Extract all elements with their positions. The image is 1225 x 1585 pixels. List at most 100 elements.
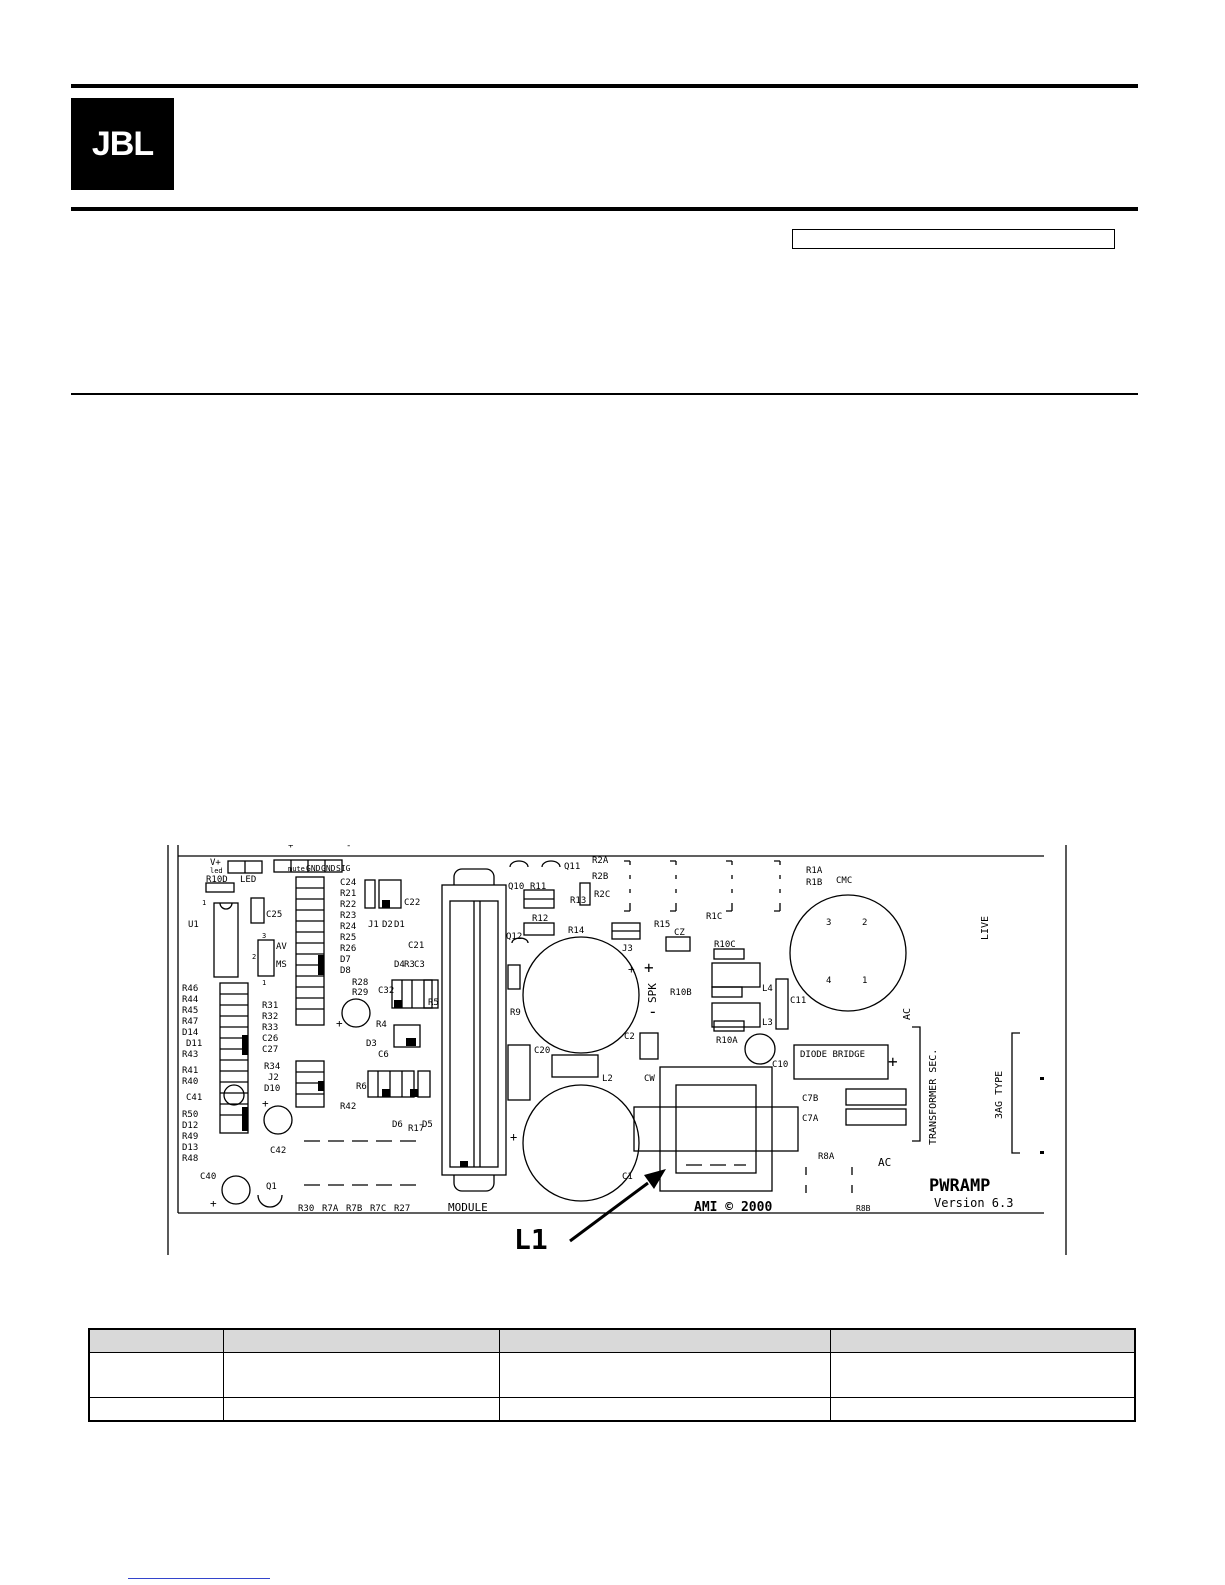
- l1-callout-arrow: [569, 1169, 666, 1243]
- label-c40: C40: [200, 1172, 216, 1182]
- conn-plus-label: +: [288, 845, 294, 851]
- label-u1: U1: [188, 920, 199, 930]
- table-cell: [829, 1352, 1136, 1398]
- label-c26: C26: [262, 1034, 278, 1044]
- label-r42: R42: [340, 1102, 356, 1112]
- label-d14: D14: [182, 1028, 198, 1038]
- label-r13: R13: [570, 896, 586, 906]
- label-c22: C22: [404, 898, 420, 908]
- label-d12: D12: [182, 1121, 198, 1131]
- label-r43: R43: [182, 1050, 198, 1060]
- table-cell: [222, 1352, 500, 1398]
- label-c42: C42: [270, 1146, 286, 1156]
- diagram-title: PWRAMP: [929, 1176, 990, 1196]
- label-c11: C11: [790, 996, 806, 1006]
- label-l4: L4: [762, 984, 773, 994]
- label-sig: SIG: [336, 864, 351, 873]
- label-c32: C32: [378, 986, 394, 996]
- section-divider: [71, 393, 1138, 395]
- label-r6: R6: [356, 1082, 367, 1092]
- label-r44: R44: [182, 995, 198, 1005]
- label-live: LIVE: [980, 916, 991, 940]
- label-transformer-sec: TRANSFORMER SEC.: [928, 1049, 939, 1145]
- label-ms: MS: [276, 960, 287, 970]
- footer-link-underline[interactable]: [128, 1578, 270, 1579]
- label-c21: C21: [408, 941, 424, 951]
- label-r10b: R10B: [670, 988, 692, 998]
- label-r10c: R10C: [714, 940, 736, 950]
- label-r31: R31: [262, 1001, 278, 1011]
- label-r30: R30: [298, 1204, 314, 1214]
- label-cap-plus-top: +: [628, 963, 635, 976]
- label-d1: D1: [394, 920, 405, 930]
- label-r5: R5: [428, 998, 439, 1008]
- label-c6: C6: [378, 1050, 389, 1060]
- label-c32-plus: +: [336, 1017, 343, 1030]
- label-r34: R34: [264, 1062, 280, 1072]
- label-r15: R15: [654, 920, 670, 930]
- label-c7a: C7A: [802, 1114, 819, 1124]
- table-header-cell: [829, 1328, 1136, 1353]
- label-r46: R46: [182, 984, 198, 994]
- label-r45: R45: [182, 1006, 198, 1016]
- label-c27: C27: [262, 1045, 278, 1055]
- label-spk: SPK: [646, 983, 659, 1003]
- label-r21: R21: [340, 889, 356, 899]
- label-gnd-2: GND: [321, 864, 336, 873]
- label-r2b: R2B: [592, 872, 608, 882]
- table-row: [88, 1397, 1136, 1422]
- conn-minus-label: -: [346, 845, 351, 851]
- label-led: LED: [240, 875, 256, 885]
- label-gnd-1: GND: [306, 864, 321, 873]
- table-cell: [88, 1352, 224, 1398]
- label-d10: D10: [264, 1084, 280, 1094]
- label-r8b: R8B: [856, 1204, 871, 1213]
- label-r41: R41: [182, 1066, 198, 1076]
- label-r9: R9: [510, 1008, 521, 1018]
- label-c24: C24: [340, 878, 356, 888]
- label-cmc-pin1: 1: [862, 976, 867, 986]
- label-r25: R25: [340, 933, 356, 943]
- label-r47: R47: [182, 1017, 198, 1027]
- label-q1: Q1: [266, 1182, 277, 1192]
- label-d7: D7: [340, 955, 351, 965]
- label-module: MODULE: [448, 1201, 488, 1214]
- label-c41: C41: [186, 1093, 202, 1103]
- label-r26: R26: [340, 944, 356, 954]
- label-diode-bridge: DIODE BRIDGE: [800, 1050, 865, 1060]
- label-r14: R14: [568, 926, 584, 936]
- label-r23: R23: [340, 911, 356, 921]
- label-r12: R12: [532, 914, 548, 924]
- label-r8a: R8A: [818, 1152, 835, 1162]
- label-ac-top: AC: [902, 1008, 913, 1020]
- label-q12: Q12: [506, 932, 522, 942]
- label-r40: R40: [182, 1077, 198, 1087]
- table-header-cell: [222, 1328, 500, 1353]
- label-c42-plus: +: [262, 1097, 269, 1110]
- label-cap-plus-bottom: +: [510, 1130, 517, 1144]
- label-bridge-plus: +: [888, 1052, 898, 1071]
- label-r7b: R7B: [346, 1204, 362, 1214]
- label-ac: AC: [878, 1156, 891, 1169]
- label-r29: R29: [352, 988, 368, 998]
- table-cell: [498, 1397, 831, 1422]
- header-bottom-rule: [71, 207, 1138, 211]
- label-c3: C3: [414, 960, 425, 970]
- label-j2: J2: [268, 1073, 279, 1083]
- table-row: [88, 1352, 1136, 1398]
- parts-table: [88, 1328, 1136, 1422]
- label-c2: C2: [624, 1032, 635, 1042]
- table-cell: [222, 1397, 500, 1422]
- label-l3: L3: [762, 1018, 773, 1028]
- label-r32: R32: [262, 1012, 278, 1022]
- label-d13: D13: [182, 1143, 198, 1153]
- jbl-logo: JBL: [71, 98, 174, 190]
- label-r33: R33: [262, 1023, 278, 1033]
- label-r7c: R7C: [370, 1204, 386, 1214]
- label-r3: R3: [404, 960, 415, 970]
- label-cmc-pin2: 2: [862, 918, 867, 928]
- label-d2: D2: [382, 920, 393, 930]
- label-pin3: 3: [262, 932, 266, 940]
- label-r4: R4: [376, 1020, 387, 1030]
- label-d11: D11: [186, 1039, 202, 1049]
